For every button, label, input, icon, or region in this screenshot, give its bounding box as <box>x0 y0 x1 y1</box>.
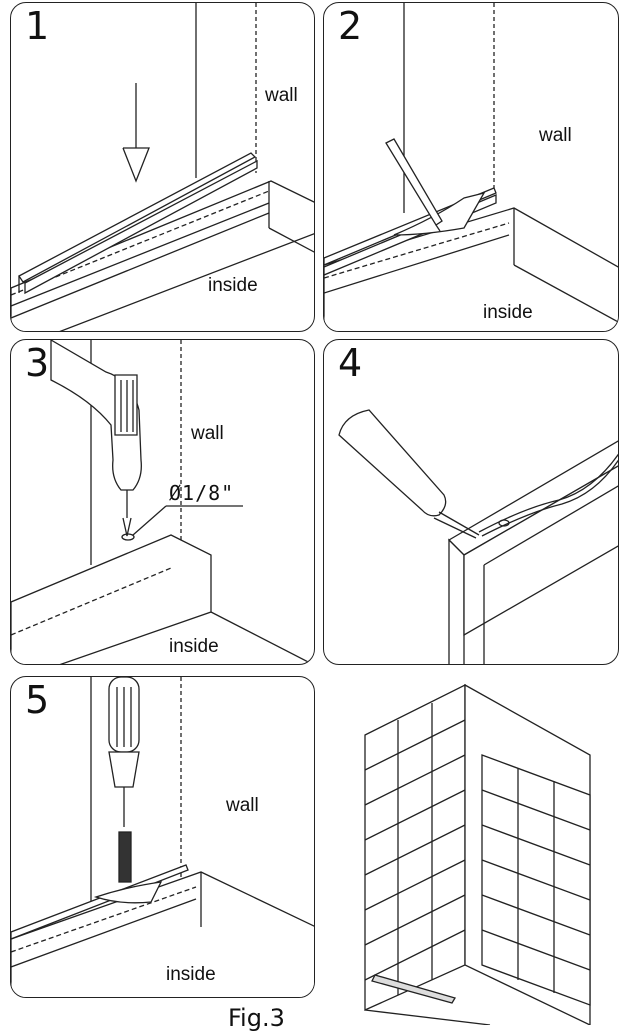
step-2-illustration <box>324 3 618 331</box>
step-3-illustration <box>11 340 315 664</box>
step-number: 1 <box>25 4 50 48</box>
wall-label: wall <box>539 125 572 146</box>
step-1-panel: 1 wall inside <box>10 2 315 332</box>
step-4-panel: 4 <box>323 339 619 665</box>
inside-label: inside <box>169 636 219 657</box>
hole-diameter-label: Ø1/8" <box>169 481 235 505</box>
step-number: 5 <box>25 678 50 722</box>
step-5-illustration <box>11 677 314 997</box>
inside-label: inside <box>208 275 258 296</box>
step-number: 4 <box>338 341 363 385</box>
step-2-panel: 2 wall inside <box>323 2 619 332</box>
step-5-panel: 5 wall inside <box>10 676 315 998</box>
inside-label: inside <box>483 302 533 323</box>
step-4-illustration <box>324 340 618 664</box>
shower-overview-illustration <box>360 665 615 1025</box>
wall-label: wall <box>265 85 298 106</box>
wall-label: wall <box>226 795 259 816</box>
step-3-panel: 3 wall Ø1/8" inside <box>10 339 315 665</box>
step-1-illustration <box>11 3 314 331</box>
wall-label: wall <box>191 423 224 444</box>
figure-caption: Fig.3 <box>228 1004 285 1032</box>
inside-label: inside <box>166 964 216 985</box>
step-number: 2 <box>338 4 363 48</box>
step-number: 3 <box>25 341 50 385</box>
